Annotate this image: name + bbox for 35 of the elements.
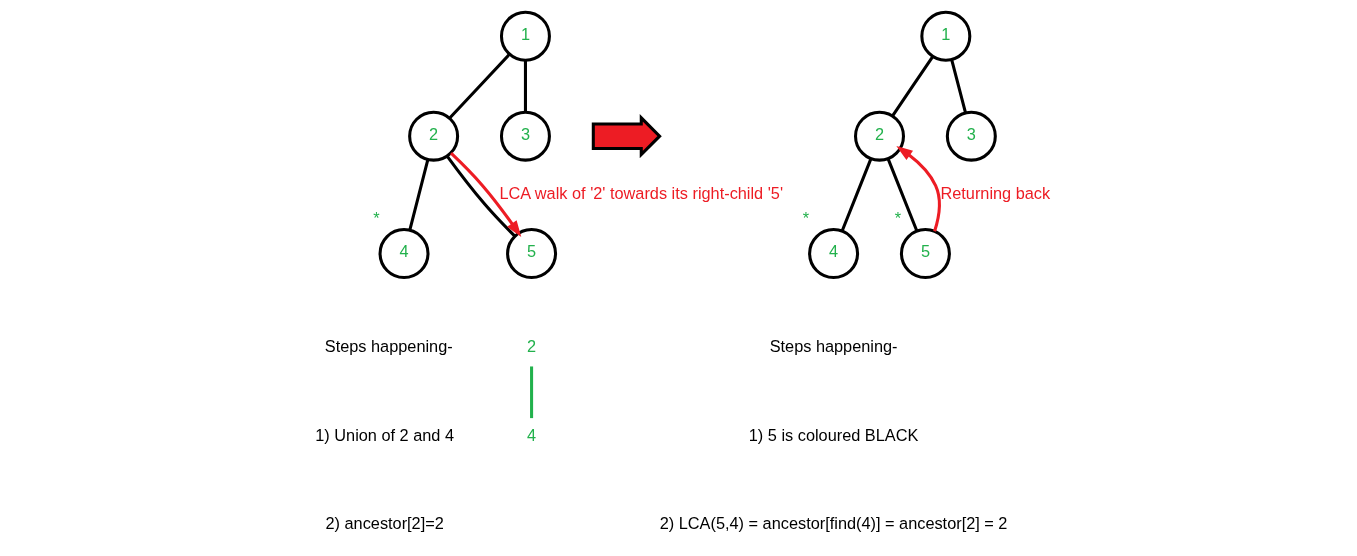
connector	[950, 59, 968, 114]
node-circle: 2	[854, 110, 905, 162]
connector	[891, 55, 934, 117]
edge-label: Returning back	[940, 183, 1051, 202]
node-label: *	[802, 209, 810, 228]
connector	[840, 158, 873, 232]
label: Steps happening-	[324, 336, 453, 355]
connector	[530, 366, 534, 419]
connector	[448, 53, 511, 119]
node-text: 4	[527, 425, 537, 444]
node-circle: 1	[499, 10, 551, 62]
connector	[408, 159, 430, 231]
label: 1) 5 is coloured BLACK	[748, 425, 919, 444]
connector	[886, 158, 919, 232]
arrow	[450, 152, 522, 237]
node-text: 2	[527, 336, 537, 355]
node-circle: 2	[408, 110, 460, 162]
label: 2) LCA(5,4) = ancestor[find(4)] = ancestor[2] = 2	[659, 514, 1008, 533]
node-circle: 3	[499, 110, 551, 162]
connector	[445, 155, 516, 237]
label: 2) ancestor[2]=2	[325, 514, 444, 533]
node-circle: 1	[920, 10, 972, 62]
arrow	[896, 146, 941, 232]
node-circle: 3	[945, 110, 997, 162]
node-circle: 5	[899, 228, 951, 279]
node-circle: 4	[378, 228, 430, 279]
label: Steps happening-	[769, 336, 898, 355]
node-arrow	[591, 114, 662, 159]
node-label: *	[373, 209, 380, 228]
label: 1) Union of 2 and 4	[315, 425, 455, 444]
edge-label: LCA walk of '2' towards its right-child '5'	[499, 183, 784, 202]
node-circle: 5	[506, 228, 558, 279]
connector	[523, 60, 527, 113]
node-circle: 4	[808, 228, 860, 279]
node-label: *	[894, 209, 902, 228]
